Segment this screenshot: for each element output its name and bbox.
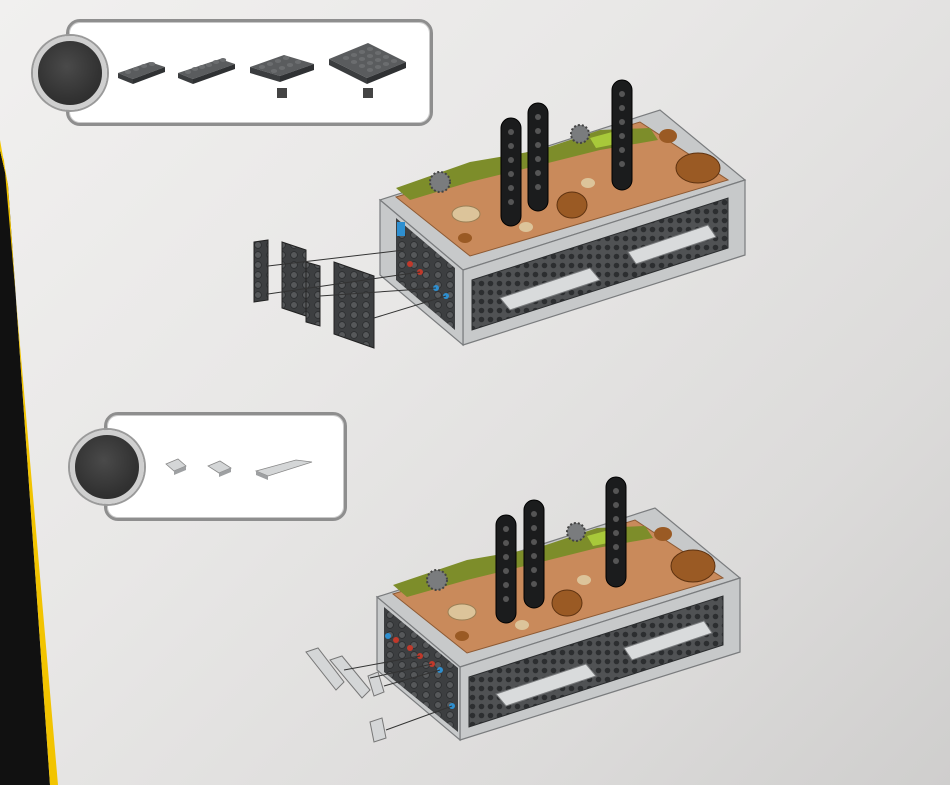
liftarm-left bbox=[501, 118, 521, 226]
exploded-plate-2x4 bbox=[282, 242, 306, 316]
exploded-wedge-plate-long bbox=[306, 648, 370, 698]
liftarm-left bbox=[496, 515, 516, 623]
exploded-plate-1x6 bbox=[306, 262, 320, 326]
exploded-plate-4x4 bbox=[334, 262, 374, 348]
step-1-model bbox=[254, 80, 745, 348]
liftarm-right bbox=[606, 477, 626, 587]
liftarm-middle bbox=[524, 500, 544, 608]
liftarm-right bbox=[612, 80, 632, 190]
step-2-model bbox=[306, 477, 740, 742]
liftarm-middle bbox=[528, 103, 548, 211]
exploded-tile-slope-b bbox=[370, 718, 386, 742]
exploded-plate-1x4 bbox=[254, 240, 268, 302]
